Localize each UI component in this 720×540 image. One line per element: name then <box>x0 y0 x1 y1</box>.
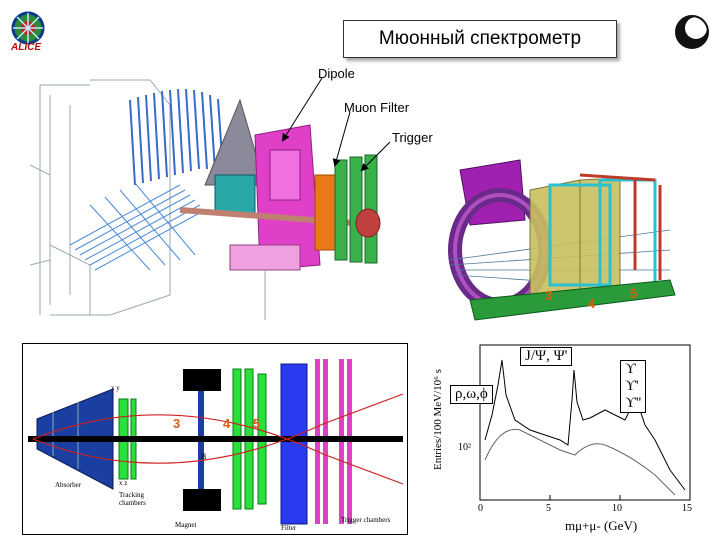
spectrum-plot <box>479 344 691 501</box>
alice-logo-text: ALICE <box>11 42 41 53</box>
render-number-5: 5 <box>630 286 638 301</box>
peak-rho-label: ρ,ω,ϕ <box>450 385 493 404</box>
axis-y-label: x y <box>111 384 120 392</box>
trigger-chambers-label: Trigger chambers <box>341 516 391 524</box>
filter-label: Filter <box>281 524 297 532</box>
filter <box>280 363 308 525</box>
peak-upsilon-label: ϒ ϒ' ϒ'' <box>620 360 647 413</box>
magnet-bottom <box>183 489 221 511</box>
upsilon-1s: ϒ <box>625 361 636 377</box>
schematic-number-4: 4 <box>223 416 231 431</box>
xtick-0: 0 <box>478 503 483 514</box>
crescent-logo <box>674 14 710 50</box>
spectrum-curve <box>484 359 686 491</box>
schematic-number-3: 3 <box>173 416 181 431</box>
schematic-number-5: 5 <box>253 416 261 431</box>
ytick-label: 10² <box>458 442 471 453</box>
xtick-5: 5 <box>546 503 551 514</box>
spectrometer-3d-render <box>448 159 676 321</box>
upsilon-2s: ϒ' <box>625 378 639 394</box>
muon-filter-block <box>314 174 336 251</box>
detector-3d-render <box>30 79 381 320</box>
xtick-10: 10 <box>612 503 622 514</box>
render-number-3: 3 <box>545 288 553 303</box>
magnet-top <box>183 369 221 391</box>
barrel-slats <box>129 88 224 186</box>
dipole-label: Dipole <box>318 66 355 81</box>
alice-logo: ALICE <box>5 8 51 54</box>
field-label: B <box>201 452 207 461</box>
magnet-label: Magnet <box>175 521 197 529</box>
schematic-panel: x y x z B 3 4 5 Absorber Tracking chambe… <box>22 343 408 535</box>
render-number-4: 4 <box>588 296 596 311</box>
upsilon-3s: ϒ'' <box>625 395 642 411</box>
page-title: Мюонный спектрометр <box>343 20 617 58</box>
tracking-label: Tracking chambers <box>119 491 146 507</box>
peak-jpsi-label: J/Ψ, Ψ' <box>520 347 573 366</box>
trigger-label: Trigger <box>392 130 433 145</box>
absorber-label: Absorber <box>55 481 82 489</box>
xtick-15: 15 <box>682 503 692 514</box>
axis-z-label: x z <box>119 479 128 487</box>
schematic-drawing <box>28 359 404 525</box>
muon-filter-label: Muon Filter <box>344 100 410 115</box>
spectrum-xlabel: mμ+μ- (GeV) <box>565 518 638 533</box>
